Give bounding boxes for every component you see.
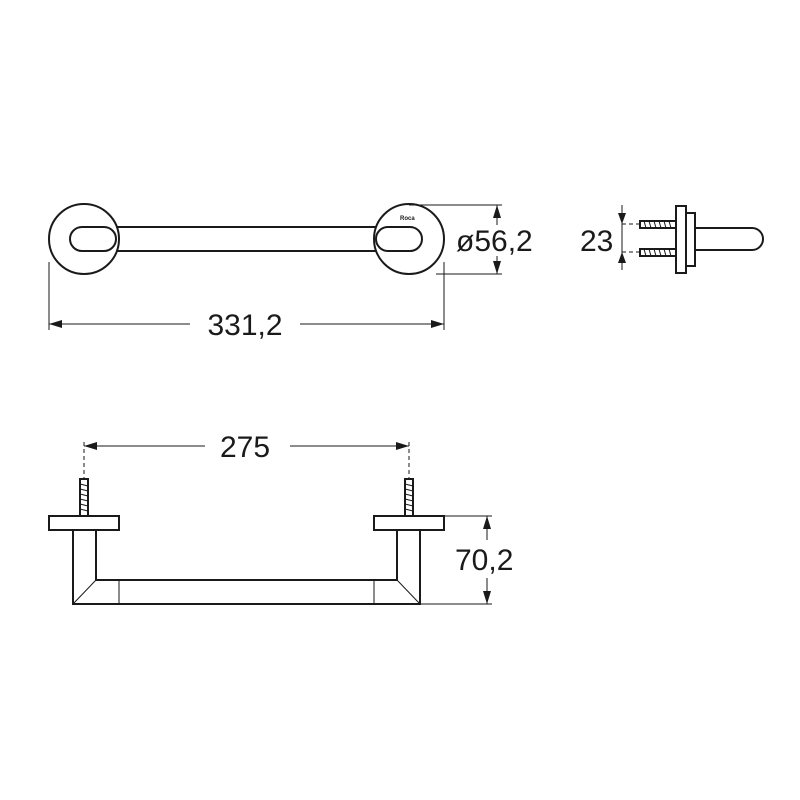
dimension-projection: 70,2 — [420, 515, 513, 605]
brand-logo: Roca — [400, 216, 415, 222]
dimension-total-length: 331,2 — [48, 262, 445, 342]
right-rosette-slot — [375, 226, 423, 252]
dimension-rosette-diameter-label: ø56,2 — [456, 225, 533, 258]
side-view — [622, 205, 764, 274]
dimension-rosette-diameter: ø56,2 — [409, 204, 533, 275]
side-rosette-plate — [675, 205, 687, 274]
dimension-center-distance: 275 — [83, 431, 410, 479]
top-view — [48, 478, 445, 605]
right-wall-plate — [373, 515, 445, 531]
dimension-screw-spacing: 23 — [580, 205, 626, 270]
lower-screw — [639, 248, 677, 257]
dimension-total-length-label: 331,2 — [207, 309, 282, 342]
side-bar-end — [695, 227, 764, 251]
front-view: Roca — [48, 203, 445, 275]
front-view-bar — [90, 226, 398, 252]
left-wall-plate — [48, 515, 120, 531]
dimension-screw-spacing-label: 23 — [580, 225, 613, 258]
right-top-screw — [404, 478, 414, 517]
left-top-screw — [79, 478, 89, 517]
dimension-projection-label: 70,2 — [455, 544, 513, 577]
upper-screw — [639, 220, 677, 229]
right-rosette — [373, 203, 445, 275]
dimension-center-distance-label: 275 — [220, 431, 270, 464]
left-rosette — [48, 203, 120, 275]
towel-bar-outline — [72, 530, 421, 605]
left-rosette-slot — [69, 226, 117, 252]
